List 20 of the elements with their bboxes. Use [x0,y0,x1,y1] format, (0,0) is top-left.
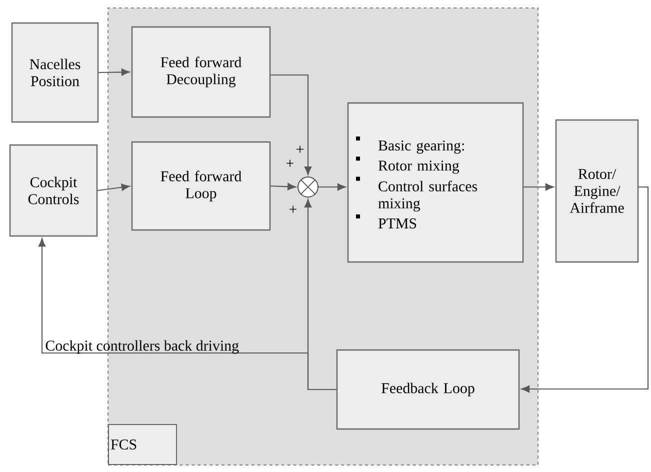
arrow [524,183,554,191]
sign-label: + [290,206,296,213]
process-box: Feed forward Loop [131,141,271,231]
arrow [38,238,336,390]
arrow [270,183,296,190]
sign-label: + [296,146,304,153]
arrow [521,186,649,393]
list-box: Basic gearing: Rotor mixing Control surfaces mixing PTMS [347,102,524,263]
input-box: Nacelles Position [11,22,99,123]
arrow [98,184,130,192]
arrow [98,68,130,76]
arrow [270,74,312,175]
arrow [318,183,346,191]
sign-label: + [286,160,294,167]
edge-label: Cockpit controllers back driving [46,340,239,354]
input-box: Cockpit Controls [9,144,98,237]
plant-box: Rotor/ Engine/ Airframe [555,119,639,263]
process-box: Feedback Loop [336,349,520,430]
summing-junction [298,176,318,198]
process-box: Feed forward Decoupling [131,26,271,118]
